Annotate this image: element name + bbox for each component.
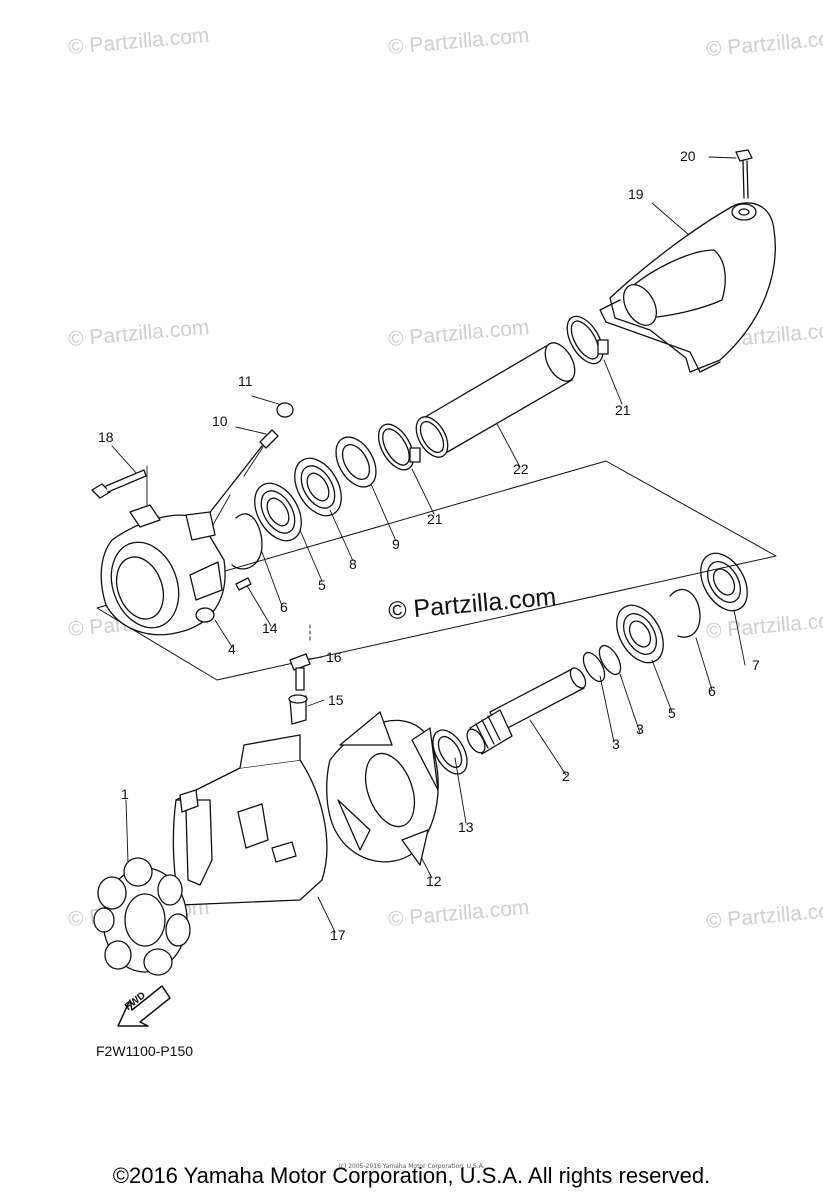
callout-4: 4 [228, 641, 236, 657]
callout-12: 12 [426, 873, 442, 889]
leader-lines [111, 156, 746, 933]
part-9-seal [335, 436, 377, 488]
part-17-pump-housing [172, 734, 328, 906]
callout-10: 10 [212, 413, 228, 429]
callout-5: 5 [668, 705, 676, 721]
part-10-nipple [199, 429, 279, 526]
callout-21: 21 [427, 511, 443, 527]
part-20-bolt [735, 149, 753, 199]
part-21-clamp-upper [566, 315, 609, 365]
small-print: (c) 2005-2016 Yamaha Motor Corporation, … [338, 1163, 485, 1170]
part-6-circlip-upper [231, 513, 263, 570]
part-19-nozzle [599, 202, 776, 373]
part-16-bolt [289, 653, 311, 691]
part-12-impeller [326, 711, 439, 866]
callout-16: 16 [326, 649, 342, 665]
part-14-pin [235, 577, 252, 591]
part-22-hose [415, 342, 576, 458]
part-13-spacer [432, 729, 468, 775]
part-4-housing [100, 504, 226, 636]
callout-9: 9 [392, 536, 400, 552]
part-11-cap [276, 402, 294, 418]
part-5-bearing-upper [254, 482, 302, 542]
callout-3: 3 [612, 736, 620, 752]
part-7-bearing [700, 552, 748, 612]
callout-15: 15 [328, 692, 344, 708]
callout-1: 1 [121, 786, 129, 802]
callout-18: 18 [98, 429, 114, 445]
assembly-outline [96, 460, 777, 681]
callout-3: 3 [636, 721, 644, 737]
callout-11: 11 [238, 373, 253, 389]
callout-6: 6 [708, 683, 716, 699]
callout-7: 7 [752, 657, 760, 673]
callout-21: 21 [615, 402, 631, 418]
part-2-shaft [466, 667, 587, 755]
copyright-notice: ©2016 Yamaha Motor Corporation, U.S.A. A… [112, 1163, 711, 1188]
part-21-clamp-lower [377, 423, 421, 471]
part-5-bearing-lower [616, 604, 664, 664]
part-8-bearing [294, 457, 342, 517]
callout-2: 2 [562, 768, 570, 784]
diagram-code: F2W1100-P150 [96, 1043, 194, 1059]
fwd-arrow-icon [117, 985, 171, 1027]
part-15-collar [288, 694, 308, 725]
callout-19: 19 [628, 186, 644, 202]
callout-22: 22 [513, 461, 529, 477]
callout-6: 6 [280, 599, 288, 615]
callout-17: 17 [330, 927, 346, 943]
callout-5: 5 [318, 577, 326, 593]
part-18-bolt [91, 469, 147, 499]
callout-14: 14 [262, 620, 278, 636]
part-3-o-rings [582, 644, 622, 683]
callout-13: 13 [458, 819, 474, 835]
callout-20: 20 [680, 148, 696, 164]
callout-8: 8 [349, 556, 357, 572]
part-1-impeller-insert [93, 857, 191, 976]
part-6-circlip-lower [669, 588, 701, 638]
